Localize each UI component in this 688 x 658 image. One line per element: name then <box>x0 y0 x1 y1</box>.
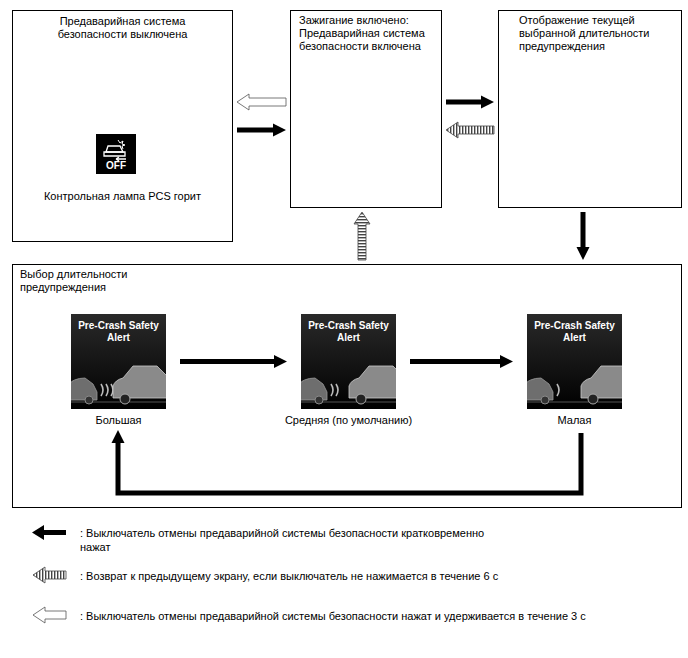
option-caption: Большая <box>51 414 186 427</box>
legend-sample-hollow-arrow <box>33 607 66 623</box>
state-box: Зажигание включено: Предаварийная систем… <box>290 10 442 208</box>
arrow-shape <box>112 430 125 443</box>
transition-arrow <box>180 355 287 368</box>
display-screen: Pre-Crash Safety Alert <box>71 314 166 409</box>
box-text: Зажигание включено: Предаварийная систем… <box>291 11 441 53</box>
screen-title: Pre-Crash Safety Alert <box>527 314 622 344</box>
arrow-shape <box>237 94 286 110</box>
arrow-shape <box>410 355 513 368</box>
state-box: Отображение текущей выбранной длительнос… <box>498 10 682 208</box>
indicator-text: OFF <box>96 160 136 171</box>
option-caption: Малая <box>507 414 642 427</box>
alert-screen-option: Pre-Crash Safety AlertБольшая <box>51 314 186 427</box>
state-box: Предаварийная система безопасности выклю… <box>12 10 233 242</box>
box-title: Предаварийная система безопасности выклю… <box>13 11 232 41</box>
arrow-shape <box>180 355 287 368</box>
option-caption: Средняя (по умолчанию) <box>281 414 416 427</box>
legend-text: : Возврат к предыдущему экрану, если вык… <box>80 569 670 583</box>
screen-title: Pre-Crash Safety Alert <box>71 314 166 344</box>
alert-screen-option: Pre-Crash Safety AlertМалая <box>507 314 642 427</box>
legend-sample-black-arrow <box>32 525 66 540</box>
arrow-shape <box>446 122 494 138</box>
transition-arrow <box>112 430 582 493</box>
transition-arrow <box>446 122 494 138</box>
display-screen: Pre-Crash Safety Alert <box>527 314 622 409</box>
arrow-shape <box>354 212 370 260</box>
legend-sample-striped-arrow <box>33 567 66 583</box>
arrow-shape <box>446 96 494 109</box>
selection-group-box: Выбор длительности предупрежденияPre-Cra… <box>12 264 682 508</box>
screen-title: Pre-Crash Safety Alert <box>301 314 396 344</box>
transition-arrow <box>354 212 370 260</box>
transition-arrow <box>446 96 494 109</box>
transition-arrow <box>410 355 513 368</box>
transition-arrow <box>577 212 590 260</box>
group-heading: Выбор длительности предупреждения <box>13 265 170 294</box>
arrow-shape <box>577 212 590 260</box>
display-screen: Pre-Crash Safety Alert <box>301 314 396 409</box>
transition-arrow <box>237 124 286 137</box>
alert-screen-option: Pre-Crash Safety AlertСредняя (по умолча… <box>281 314 416 427</box>
box-text: Отображение текущей выбранной длительнос… <box>499 11 681 53</box>
pcs-off-indicator-icon: OFF <box>96 134 136 174</box>
legend-text: : Выключатель отмены предаварийной систе… <box>80 609 670 623</box>
indicator-caption: Контрольная лампа PCS горит <box>13 190 232 203</box>
legend-text: : Выключатель отмены предаварийной систе… <box>80 526 500 554</box>
arrow-shape <box>237 124 286 137</box>
arrow-line <box>118 433 581 493</box>
transition-arrow <box>237 94 286 110</box>
